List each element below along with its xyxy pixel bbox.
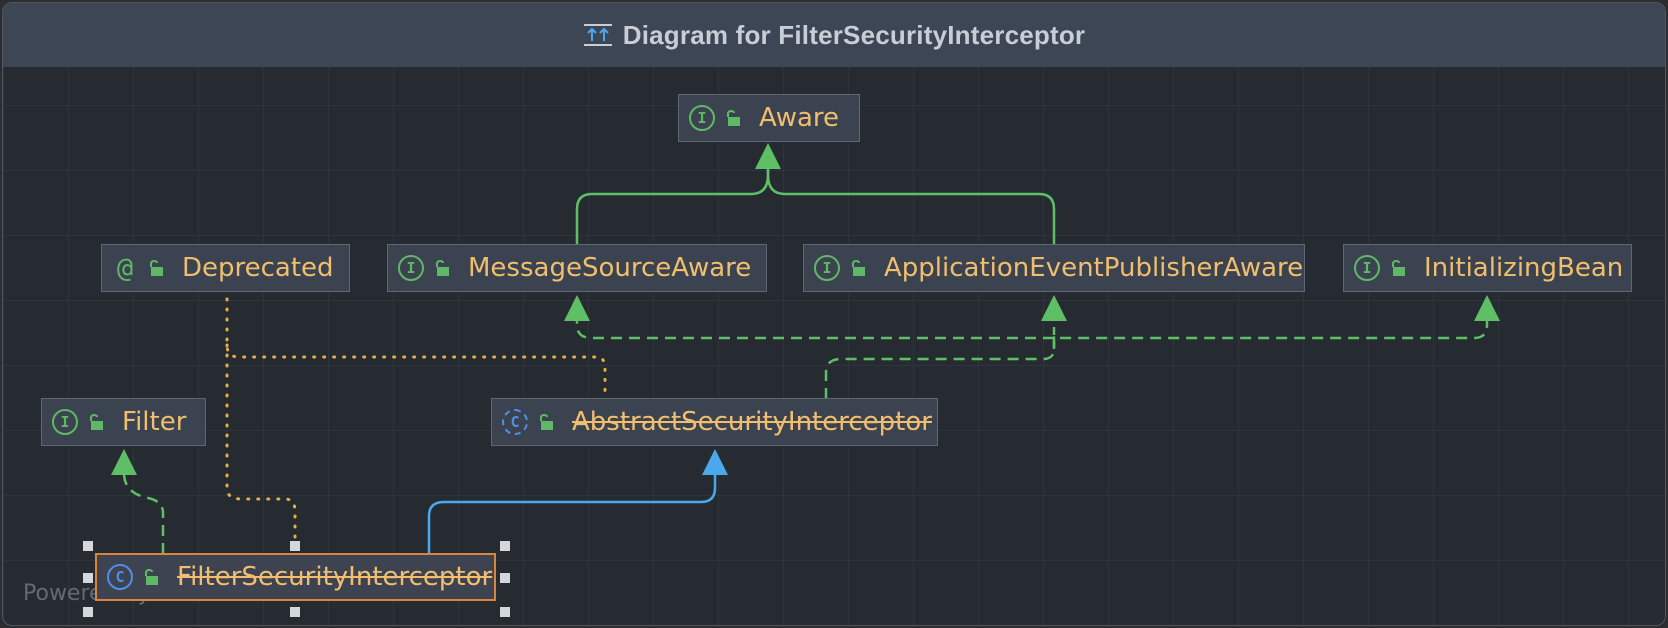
class-icon: C	[107, 564, 133, 590]
resize-handle-bottom-right[interactable]	[500, 607, 510, 617]
arrow-head-aware	[755, 143, 781, 169]
public-lock-icon	[150, 259, 163, 276]
node-label: Deprecated	[182, 253, 334, 283]
node-aware[interactable]: I Aware	[678, 94, 860, 142]
public-lock-icon	[145, 568, 158, 585]
edge-filtersecurityinterceptor-abstract	[427, 473, 717, 554]
public-lock-icon	[1392, 259, 1405, 276]
node-initializingbean[interactable]: I InitializingBean	[1343, 244, 1632, 292]
edge-messagesourceaware-aware	[575, 147, 770, 246]
public-lock-icon	[727, 109, 740, 126]
public-lock-icon	[90, 413, 103, 430]
node-applicationeventpublisheraware[interactable]: I ApplicationEventPublisherAware	[803, 244, 1305, 292]
abstract-class-icon: C	[502, 409, 528, 435]
node-label: Filter	[122, 407, 187, 437]
public-lock-icon	[852, 259, 865, 276]
arrow-head-messagesourceaware	[564, 295, 590, 321]
arrow-head-abstract	[702, 449, 728, 475]
interface-icon: I	[814, 255, 840, 281]
node-label: InitializingBean	[1424, 253, 1624, 283]
public-lock-icon	[540, 413, 553, 430]
resize-handle-top-middle[interactable]	[290, 541, 300, 551]
resize-handle-bottom-middle[interactable]	[290, 607, 300, 617]
node-label: Aware	[759, 103, 840, 133]
node-deprecated[interactable]: @ Deprecated	[101, 244, 350, 292]
edge-annotated-filtersecurityinterceptor-deprecated	[225, 343, 297, 556]
interface-icon: I	[689, 105, 715, 131]
edge-abstract-to-interfaces	[824, 313, 1489, 399]
annotation-icon: @	[116, 252, 134, 284]
arrow-head-applicationeventpublisheraware	[1041, 295, 1067, 321]
node-label: AbstractSecurityInterceptor	[572, 407, 932, 437]
interface-icon: I	[398, 255, 424, 281]
interface-icon: I	[52, 409, 78, 435]
diagram-title: Diagram for FilterSecurityInterceptor	[622, 19, 1086, 50]
edge-applicationeventpublisheraware-aware	[766, 147, 1056, 246]
node-abstractsecurityinterceptor[interactable]: C AbstractSecurityInterceptor	[491, 398, 938, 446]
edge-annotated-abstract-deprecated	[225, 297, 607, 393]
class-hierarchy-icon	[583, 24, 612, 46]
resize-handle-middle-left[interactable]	[83, 573, 93, 583]
node-label: ApplicationEventPublisherAware	[884, 253, 1304, 283]
node-messagesourceaware[interactable]: I MessageSourceAware	[387, 244, 767, 292]
interface-icon: I	[1354, 255, 1380, 281]
edge-filtersecurityinterceptor-filter	[122, 465, 165, 554]
public-lock-icon	[436, 259, 449, 276]
resize-handle-bottom-left[interactable]	[83, 607, 93, 617]
node-label: FilterSecurityInterceptor	[177, 562, 493, 592]
resize-handle-top-left[interactable]	[83, 541, 93, 551]
arrow-head-initializingbean	[1474, 295, 1500, 321]
resize-handle-middle-right[interactable]	[500, 573, 510, 583]
diagram-title-bar: Diagram for FilterSecurityInterceptor	[3, 3, 1665, 67]
node-filtersecurityinterceptor[interactable]: C FilterSecurityInterceptor	[95, 553, 496, 601]
edge-abstract-to-messagesourceaware	[575, 313, 1054, 340]
node-label: MessageSourceAware	[468, 253, 752, 283]
arrow-head-filter	[111, 449, 137, 475]
resize-handle-top-right[interactable]	[500, 541, 510, 551]
node-filter[interactable]: I Filter	[41, 398, 206, 446]
